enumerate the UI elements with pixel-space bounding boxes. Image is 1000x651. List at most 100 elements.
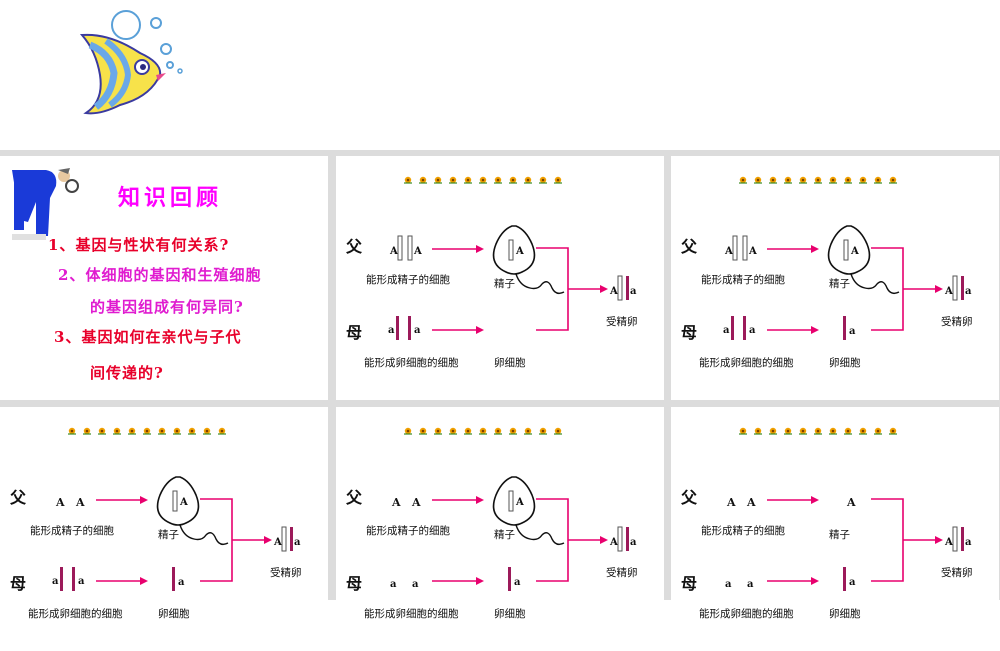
sperm-parent-cell-label: 能形成精子的细胞: [701, 273, 785, 286]
question-3: 3、基因如何在亲代与子代: [54, 326, 241, 347]
father-label: 父: [9, 488, 27, 507]
zygote-gene-a: a: [294, 537, 301, 548]
egg-chromosome: [843, 316, 846, 340]
father-chromosome-right: [742, 235, 748, 261]
egg-label: 卵细胞: [494, 356, 526, 369]
sperm-label: 精子: [494, 277, 515, 290]
father-chromosome-right: [407, 235, 413, 261]
father-gene-right: A: [746, 496, 756, 509]
mother-arrow: [767, 577, 819, 585]
sperm-head: [492, 225, 536, 275]
mother-gene-left: a: [390, 579, 397, 590]
sperm-gene: A: [179, 497, 188, 508]
question-3-number: 3、: [54, 328, 82, 346]
mother-gene-left: a: [725, 579, 732, 590]
zygote-arrow: [568, 536, 608, 544]
father-label: 父: [680, 488, 698, 507]
egg-parent-cell-label: 能形成卵细胞的细胞: [364, 607, 459, 620]
egg-gene: a: [849, 577, 856, 588]
father-arrow: [767, 245, 819, 253]
father-label: 父: [345, 488, 363, 507]
mother-gene-left: a: [388, 325, 395, 336]
question-1-text: 基因与性状有何关系?: [75, 236, 230, 254]
flower-border: [739, 427, 897, 435]
egg-parent-cell-label: 能形成卵细胞的细胞: [364, 356, 459, 369]
mother-gene-right: a: [412, 579, 419, 590]
father-gene-right: A: [413, 246, 422, 257]
zygote-gene-A: A: [273, 537, 282, 548]
mother-gene-right: a: [414, 325, 421, 336]
sperm-label: 精子: [829, 277, 850, 290]
flower-border: [68, 427, 226, 435]
father-gene-left: A: [726, 496, 736, 509]
mother-label: 母: [681, 323, 697, 342]
zygote-gene-A: A: [609, 537, 618, 548]
sperm-head: [156, 476, 200, 526]
mother-gene-left: a: [52, 576, 59, 587]
father-gene-left: A: [55, 496, 65, 509]
fusion-bracket: [871, 498, 904, 582]
zygote-gene-A: A: [944, 286, 953, 297]
father-arrow: [432, 496, 484, 504]
question-3-cont: 间传递的?: [90, 362, 164, 383]
mother-arrow: [96, 577, 148, 585]
zygote-gene-a: a: [630, 286, 637, 297]
mother-arrow: [432, 326, 484, 334]
sperm-gene: A: [515, 497, 524, 508]
zygote-gene-a: a: [965, 537, 972, 548]
egg-label: 卵细胞: [829, 356, 861, 369]
flower-border: [404, 176, 562, 184]
sperm-label: 精子: [494, 528, 515, 541]
zygote-chromosome-mother: [961, 527, 964, 551]
question-2-number: 2、: [58, 266, 86, 284]
father-chromosome-left: [397, 235, 403, 261]
zygote-gene-A: A: [609, 286, 618, 297]
egg-gene: a: [849, 326, 856, 337]
sperm-tail: [515, 524, 565, 546]
question-3-text: 基因如何在亲代与子代: [81, 328, 242, 346]
sperm-head: [827, 225, 871, 275]
zygote-chromosome-mother: [626, 276, 629, 300]
zygote-chromosome-father: [617, 526, 623, 552]
father-gene-left: A: [389, 246, 398, 257]
zygote-chromosome-mother: [290, 527, 293, 551]
sperm-label: 精子: [158, 528, 179, 541]
sperm-gene: A: [515, 246, 524, 257]
zygote-chromosome-father: [952, 275, 958, 301]
fish-icon: [79, 10, 183, 115]
sperm-head: [492, 476, 536, 526]
mother-label: 母: [10, 574, 26, 593]
sperm-tail: [515, 273, 565, 295]
sperm-tail: [850, 273, 900, 295]
mother-chromosome-right: [743, 316, 746, 340]
mother-chromosome-left: [60, 567, 63, 591]
father-gene-right: A: [411, 496, 421, 509]
father-arrow: [432, 245, 484, 253]
mother-chromosome-right: [72, 567, 75, 591]
flower-border: [404, 427, 562, 435]
mother-label: 母: [346, 574, 362, 593]
zygote-arrow: [903, 536, 943, 544]
review-title: 知识回顾: [118, 185, 223, 211]
sperm-chromosome: [172, 490, 178, 512]
egg-label: 卵细胞: [158, 607, 190, 620]
question-2: 2、体细胞的基因和生殖细胞: [58, 264, 261, 285]
zygote-label: 受精卵: [941, 315, 973, 328]
mother-chromosome-left: [396, 316, 399, 340]
zygote-label: 受精卵: [606, 315, 638, 328]
question-2-cont: 的基因组成有何异同?: [90, 296, 244, 317]
father-label: 父: [345, 237, 363, 256]
egg-gene: a: [514, 577, 521, 588]
zygote-label: 受精卵: [941, 566, 973, 579]
father-label: 父: [680, 237, 698, 256]
zygote-chromosome-mother: [626, 527, 629, 551]
detective-icon: [12, 168, 79, 240]
sperm-chromosome: [843, 239, 849, 261]
mother-arrow: [767, 326, 819, 334]
